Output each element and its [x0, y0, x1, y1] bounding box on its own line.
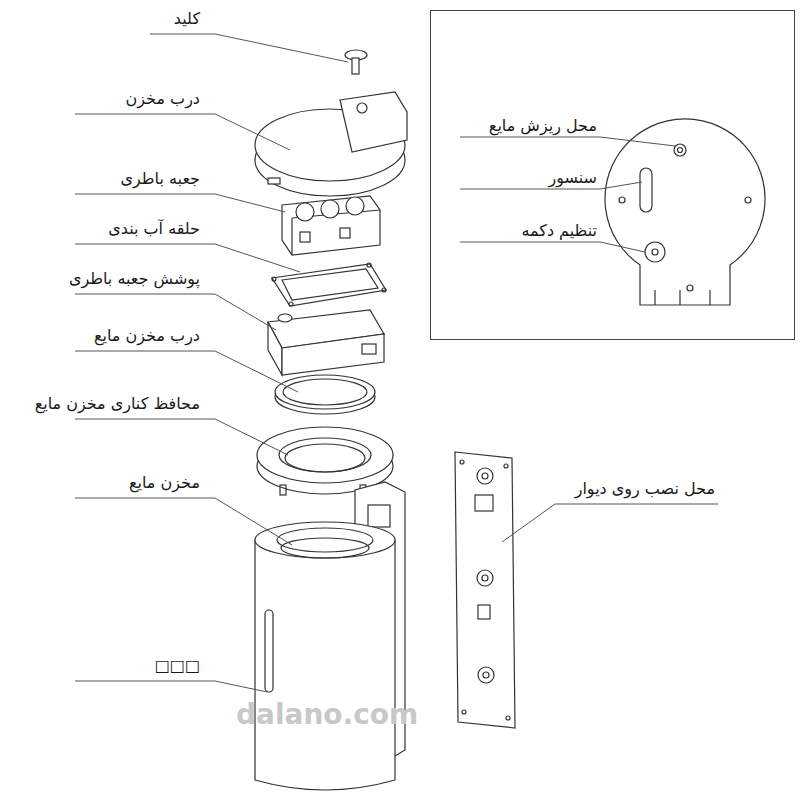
part-label: درب مخزن مایع [94, 325, 200, 347]
part-label: کلید [174, 8, 200, 30]
callout-label: محل ریزش مایع [489, 115, 597, 137]
part-label: محل نصب روی دیوار [575, 478, 715, 500]
callout-label: تنظیم دکمه [521, 220, 597, 242]
part-label: حلقه آب بندی [108, 218, 200, 240]
part-label: جعبه باطری [120, 168, 200, 190]
part-label: □□□ [155, 655, 200, 677]
part-label: مخزن مایع [129, 472, 200, 494]
part-label: پوشش جعبه باطری [69, 268, 200, 290]
watermark: dalano.com [236, 698, 418, 732]
callout-label: سنسور [549, 167, 598, 189]
part-label: درب مخزن [126, 88, 200, 110]
part-label: محافظ کناری مخزن مایع [35, 393, 200, 415]
inset-panel: محل ریزش مایع سنسور تنظیم دکمه [430, 10, 795, 340]
